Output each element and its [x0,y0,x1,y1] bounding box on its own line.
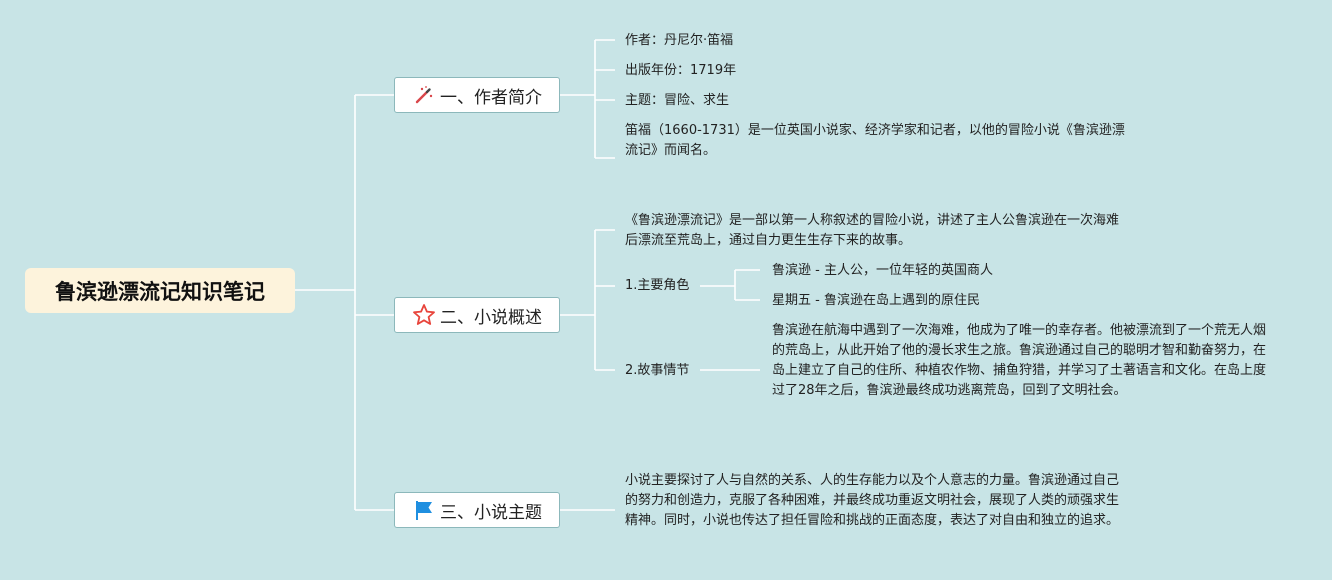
branch-theme-label: 三、小说主题 [440,502,542,523]
plot-text: 鲁滨逊在航海中遇到了一次海难，他成为了唯一的幸存者。他被漂流到了一个荒无人烟的荒… [772,323,1267,398]
branch-overview-label: 二、小说概述 [440,307,542,328]
publication-year-item: 出版年份：1719年 [625,63,737,78]
author-bio-item: 笛福（1660-1731）是一位英国小说家、经济学家和记者，以他的冒险小说《鲁滨… [625,123,1125,158]
flag-icon [412,498,436,522]
plot-label: 2.故事情节 [625,363,690,378]
theme-item: 主题：冒险、求生 [625,93,730,108]
character-item-friday: 星期五 - 鲁滨逊在岛上遇到的原住民 [772,293,980,308]
branch-author-label: 一、作者简介 [440,87,542,108]
characters-label: 1.主要角色 [625,278,690,293]
star-icon [412,303,436,327]
magic-wand-icon [412,83,436,107]
character-item-robinson: 鲁滨逊 - 主人公，一位年轻的英国商人 [772,263,993,278]
overview-summary: 《鲁滨逊漂流记》是一部以第一人称叙述的冒险小说，讲述了主人公鲁滨逊在一次海难后漂… [625,213,1120,248]
theme-text: 小说主要探讨了人与自然的关系、人的生存能力以及个人意志的力量。鲁滨逊通过自己的努… [625,473,1120,528]
root-topic[interactable]: 鲁滨逊漂流记知识笔记 [25,268,295,313]
branch-author[interactable]: 一、作者简介 [394,77,560,113]
root-title: 鲁滨逊漂流记知识笔记 [55,279,265,304]
author-name-item: 作者：丹尼尔·笛福 [625,33,734,48]
branch-theme[interactable]: 三、小说主题 [394,492,560,528]
branch-overview[interactable]: 二、小说概述 [394,297,560,333]
